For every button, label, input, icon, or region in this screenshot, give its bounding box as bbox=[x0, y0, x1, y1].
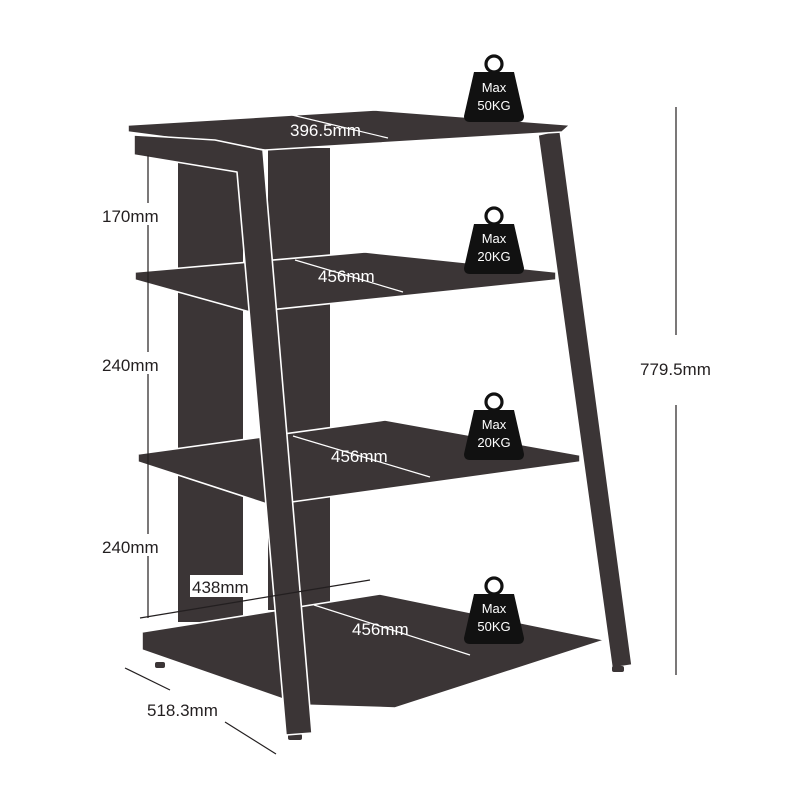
svg-text:50KG: 50KG bbox=[477, 619, 510, 634]
weight-icon-ring bbox=[484, 206, 504, 226]
svg-text:Max: Max bbox=[482, 601, 507, 616]
foot-left bbox=[155, 662, 165, 668]
weight-icon bbox=[464, 594, 524, 644]
dim-line-shelf3 bbox=[292, 435, 431, 478]
weight-icon bbox=[464, 410, 524, 460]
label-top-width: 396.5mm bbox=[290, 121, 361, 140]
dim-line-footprint-upper bbox=[124, 667, 171, 691]
foot-front bbox=[288, 734, 302, 740]
top-shelf bbox=[127, 109, 571, 151]
svg-text:50KG: 50KG bbox=[477, 98, 510, 113]
dim-line-footprint-lower bbox=[224, 721, 277, 755]
label-gap-mid-bg bbox=[100, 352, 170, 374]
svg-text:Max: Max bbox=[482, 80, 507, 95]
back-post-left bbox=[178, 160, 243, 622]
label-gap-mid: 240mm bbox=[102, 356, 159, 375]
weight-badge-shelf3: Max 20KG bbox=[464, 392, 524, 460]
svg-text:Max: Max bbox=[482, 231, 507, 246]
label-gap-bottom-bg bbox=[100, 534, 170, 556]
svg-text:20KG: 20KG bbox=[477, 435, 510, 450]
weight-icon-ring bbox=[484, 54, 504, 74]
weight-badge-shelf2: Max 20KG bbox=[464, 206, 524, 274]
weight-icon bbox=[464, 72, 524, 122]
svg-text:Max: Max bbox=[482, 417, 507, 432]
label-base-depth-bg bbox=[190, 575, 260, 597]
label-gap-top-bg bbox=[100, 203, 170, 225]
foot-right bbox=[612, 666, 624, 672]
dim-line-bottom bbox=[313, 604, 471, 656]
weight-icon bbox=[464, 224, 524, 274]
label-gap-bottom: 240mm bbox=[102, 538, 159, 557]
weight-badge-bottom: Max 50KG bbox=[464, 576, 524, 644]
svg-text:20KG: 20KG bbox=[477, 249, 510, 264]
weight-icon-ring bbox=[484, 392, 504, 412]
weight-icon-ring bbox=[484, 576, 504, 596]
left-side-frame bbox=[133, 134, 313, 736]
label-footprint-depth: 518.3mm bbox=[147, 701, 218, 720]
weight-badge-top: Max 50KG bbox=[464, 54, 524, 122]
label-base-depth: 438mm bbox=[192, 578, 249, 597]
dim-line-shelf2 bbox=[294, 259, 404, 293]
label-shelf3-width: 456mm bbox=[331, 447, 388, 466]
right-side-frame bbox=[537, 129, 633, 669]
label-shelf2-width: 456mm bbox=[318, 267, 375, 286]
label-bottom-width: 456mm bbox=[352, 620, 409, 639]
dim-line-base-depth bbox=[139, 579, 371, 619]
shelf-two bbox=[134, 251, 557, 313]
dim-line-top-width bbox=[291, 114, 389, 139]
label-gap-top: 170mm bbox=[102, 207, 159, 226]
label-total-height: 779.5mm bbox=[640, 360, 711, 379]
